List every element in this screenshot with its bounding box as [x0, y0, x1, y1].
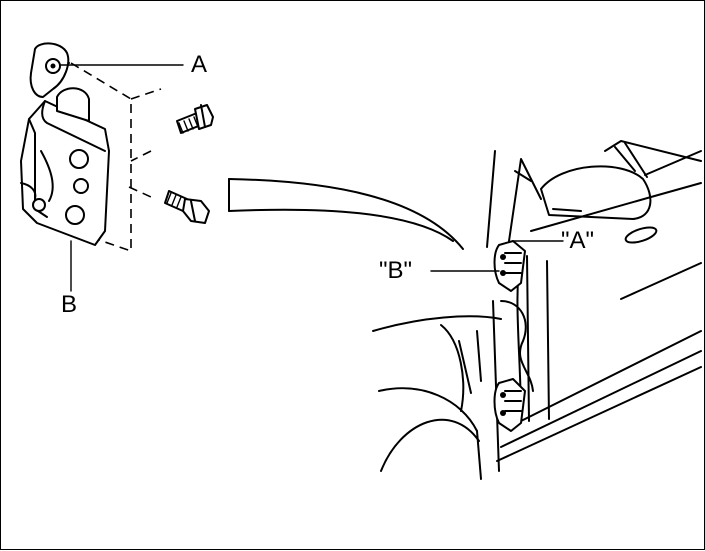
callout-door-b: "B" — [379, 257, 413, 284]
callout-hinge-a: A — [191, 51, 208, 78]
callout-hinge-b: B — [61, 291, 78, 318]
callout-door-a: "A" — [561, 227, 595, 254]
zoom-sweep — [228, 178, 464, 250]
hinge-body — [20, 87, 110, 246]
car-body — [372, 140, 702, 480]
body-hinge-upper — [493, 240, 526, 292]
side-mirror — [540, 165, 652, 220]
hinge-ear — [29, 42, 70, 98]
door-handle — [624, 226, 658, 244]
body-hinge-lower — [493, 378, 526, 432]
bolt-lower-icon — [164, 190, 210, 224]
hinge-assembly — [20, 42, 214, 292]
bolt-upper-icon — [176, 104, 214, 134]
